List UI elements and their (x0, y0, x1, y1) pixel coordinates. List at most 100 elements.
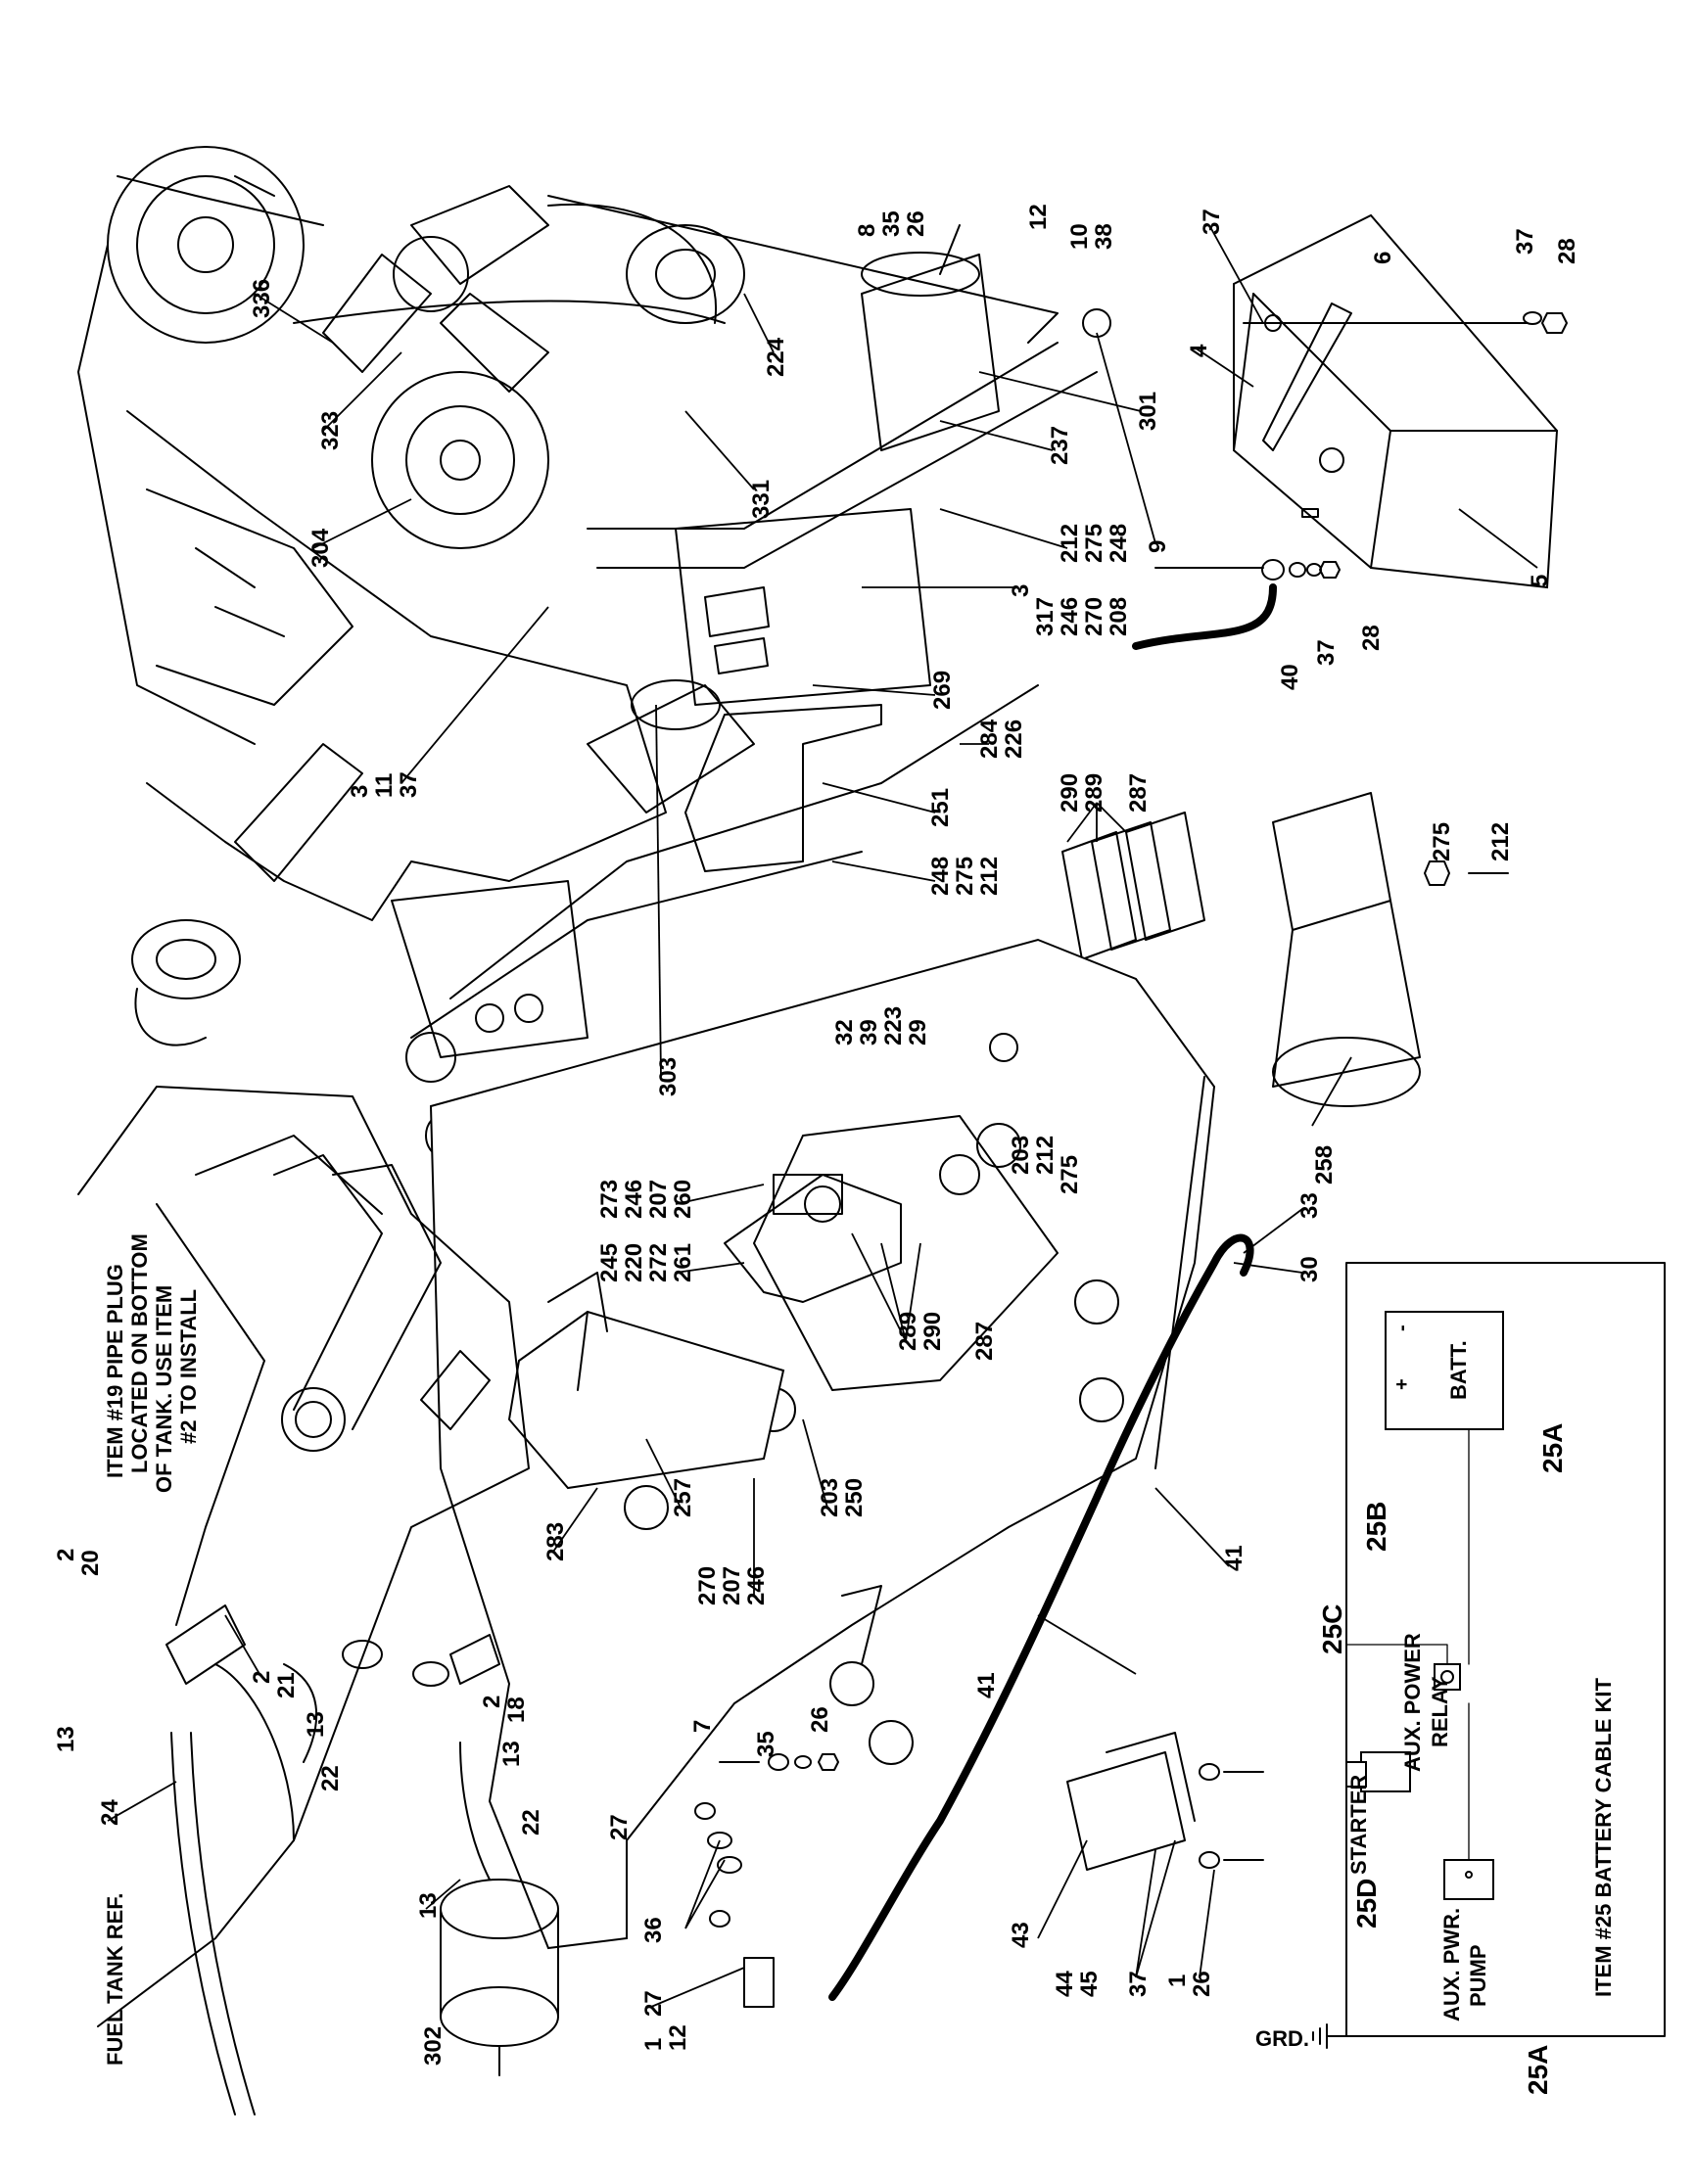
callout: 8 (854, 224, 880, 237)
callout: 22 (518, 1809, 544, 1835)
callout: 37 (1512, 228, 1538, 255)
battery-symbol (1385, 1311, 1504, 1430)
callout: 302 (420, 2026, 447, 2066)
callout: 212 (1032, 1136, 1059, 1175)
callout: 203 (1008, 1136, 1034, 1175)
battery-cable-schematic (1312, 1262, 1666, 2049)
heater-cylinder (1272, 792, 1509, 1107)
note-pipe-plug-line-3: OF TANK. USE ITEM (152, 1285, 176, 1493)
callout: 40 (1277, 664, 1303, 690)
right-side-guards (1061, 812, 1205, 960)
callout: 29 (905, 1019, 931, 1046)
callout: 13 (415, 1892, 442, 1919)
fuel-tank-ref-label: FUEL TANK REF. (103, 1893, 127, 2066)
callout: 245 (596, 1243, 623, 1282)
callout: 28 (1554, 238, 1580, 264)
callout: 28 (1358, 625, 1385, 651)
callout: 260 (670, 1180, 696, 1219)
schematic-minus-label: - (1391, 1324, 1413, 1331)
callout: 38 (1091, 223, 1117, 250)
hydraulic-reservoir-tank (1233, 213, 1568, 589)
schematic-grd-label: GRD. (1255, 2026, 1309, 2051)
callout: 270 (694, 1566, 721, 1605)
callout: 246 (1057, 597, 1083, 636)
schematic-batt-label: BATT. (1446, 1340, 1471, 1400)
callout: 275 (1057, 1155, 1083, 1194)
callout: 2 (249, 1671, 275, 1684)
callout: 220 (621, 1243, 647, 1282)
schematic-plus-label: + (1391, 1378, 1413, 1390)
control-panel-plate (429, 938, 1216, 1950)
callout: 304 (307, 528, 334, 568)
callout: 250 (841, 1478, 868, 1517)
callout: 35 (878, 210, 905, 237)
callout: 21 (273, 1672, 300, 1698)
callout: 248 (1106, 524, 1132, 563)
schematic-pump-line-2: PUMP (1466, 1944, 1490, 2007)
fuel-tank (77, 1086, 559, 2115)
callout: 12 (1025, 204, 1052, 230)
lower-hardware (694, 1732, 1264, 2008)
callout: 287 (971, 1322, 998, 1361)
callout: 6 (1370, 252, 1396, 264)
callout: 30 (1296, 1256, 1323, 1282)
callout: 12 (665, 2024, 691, 2051)
note-pipe-plug-line-2: LOCATED ON BOTTOM (127, 1233, 152, 1473)
cable-label-25c: 25C (1317, 1604, 1347, 1654)
callout: 290 (919, 1312, 946, 1351)
leader-lines (107, 224, 1538, 2008)
callout: 258 (1311, 1145, 1338, 1185)
callout: 32 (831, 1019, 858, 1046)
callout: 3 (1008, 584, 1034, 597)
callout: 290 (1057, 773, 1083, 813)
callout: 27 (640, 1990, 667, 2017)
callout: 26 (807, 1706, 833, 1733)
schematic-relay-line-2: RELAY (1428, 1676, 1452, 1747)
part-callouts: 336 323 304 331 224 8 35 26 12 10 38 301… (53, 204, 1580, 2066)
callout: 251 (927, 788, 954, 827)
callout: 275 (952, 857, 978, 896)
callout: 2 (479, 1696, 505, 1708)
callout: 39 (856, 1019, 882, 1046)
callout: 36 (640, 1917, 667, 1943)
callout: 2 (53, 1549, 79, 1561)
callout: 331 (748, 480, 775, 519)
callout: 27 (606, 1814, 633, 1840)
starter-symbol (1360, 1751, 1411, 1792)
callout: 207 (719, 1566, 745, 1605)
callout: 246 (743, 1566, 770, 1605)
positive-battery-cable (828, 1233, 1254, 2001)
callout: 13 (303, 1711, 329, 1738)
callout: 37 (1125, 1971, 1152, 1997)
cable-label-25d: 25D (1351, 1879, 1382, 1928)
callout: 43 (1008, 1922, 1034, 1948)
callout: 7 (689, 1720, 716, 1733)
callout: 269 (929, 671, 956, 710)
schematic-pump-line-1: AUX. PWR. (1439, 1908, 1464, 2021)
note-pipe-plug: ITEM #19 PIPE PLUG LOCATED ON BOTTOM OF … (103, 1233, 201, 1493)
callout: 257 (670, 1478, 696, 1517)
callout: 5 (1527, 575, 1553, 587)
cable-label-25a-top: 25A (1537, 1423, 1568, 1473)
relay-symbol (1434, 1663, 1461, 1691)
callout: 223 (880, 1006, 907, 1046)
callout: 212 (1487, 822, 1514, 861)
callout: 3 (347, 785, 373, 798)
callout: 323 (317, 411, 344, 450)
callout: 287 (1125, 773, 1152, 813)
callout: 41 (1221, 1545, 1248, 1571)
callout: 283 (542, 1522, 569, 1561)
callout: 212 (1057, 524, 1083, 563)
callout: 45 (1076, 1971, 1103, 1997)
callout: 273 (596, 1180, 623, 1219)
callout: 35 (753, 1731, 779, 1757)
schematic-starter-label: STARTER (1346, 1775, 1371, 1875)
callout: 246 (621, 1180, 647, 1219)
callout: 44 (1052, 1971, 1078, 1997)
electronic-control-box (507, 1272, 785, 1490)
callout: 284 (976, 719, 1003, 759)
cable-label-25b: 25B (1361, 1502, 1391, 1552)
callout: 208 (1106, 597, 1132, 636)
callout: 1 (640, 2038, 667, 2051)
callout: 261 (670, 1243, 696, 1282)
